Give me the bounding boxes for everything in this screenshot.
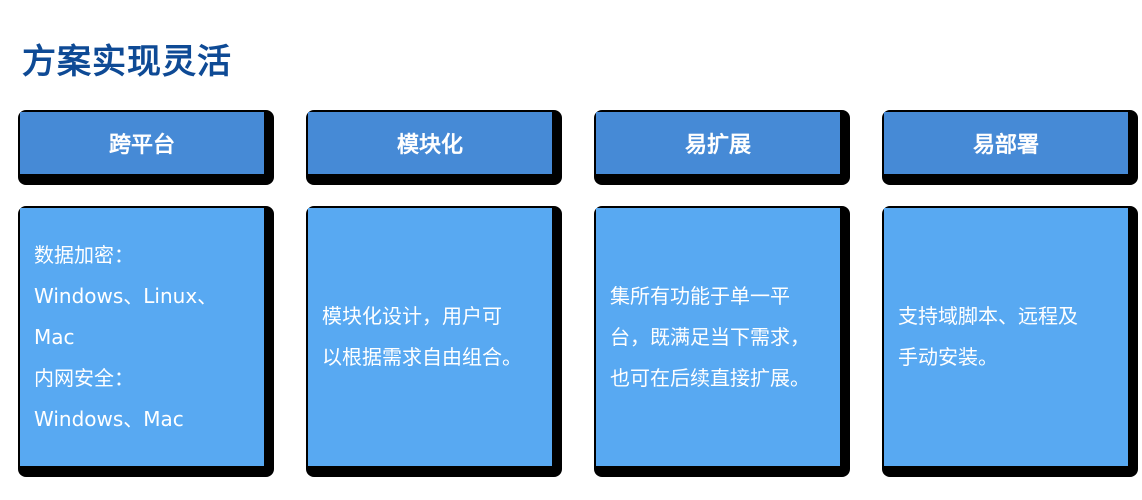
- feature-header-0: 跨平台: [18, 110, 274, 185]
- feature-description-0: 数据加密： Windows、Linux、 Mac 内网安全： Windows、Mac: [18, 206, 274, 477]
- feature-description-3: 支持域脚本、远程及手动安装。: [882, 206, 1138, 477]
- description-line: Windows、Mac: [34, 406, 184, 431]
- feature-header-label: 易部署: [972, 133, 1039, 158]
- feature-header-2: 易扩展: [594, 110, 850, 185]
- description-line: 以根据需求自由组合。: [322, 345, 522, 369]
- description-line: 内网安全：: [34, 365, 134, 390]
- description-line: 也可在后续直接扩展。: [610, 365, 810, 390]
- feature-header-1: 模块化: [306, 110, 562, 185]
- feature-header-label: 易扩展: [684, 133, 751, 158]
- feature-header-3: 易部署: [882, 110, 1138, 185]
- description-line: 手动安装。: [898, 345, 998, 369]
- description-line: 模块化设计，用户可: [322, 304, 502, 328]
- feature-header-label: 跨平台: [108, 133, 175, 158]
- description-line: 台，既满足当下需求，: [610, 324, 810, 349]
- page-title: 方案实现灵活: [22, 42, 232, 82]
- description-line: 数据加密：: [34, 242, 134, 267]
- description-line: Mac: [34, 324, 75, 349]
- description-line: 集所有功能于单一平: [610, 283, 790, 308]
- description-line: 支持域脚本、远程及: [898, 304, 1078, 328]
- feature-description-1: 模块化设计，用户可以根据需求自由组合。: [306, 206, 562, 477]
- description-line: Windows、Linux、: [34, 283, 218, 308]
- feature-header-label: 模块化: [396, 133, 463, 158]
- feature-description-2: 集所有功能于单一平台，既满足当下需求， 也可在后续直接扩展。: [594, 206, 850, 477]
